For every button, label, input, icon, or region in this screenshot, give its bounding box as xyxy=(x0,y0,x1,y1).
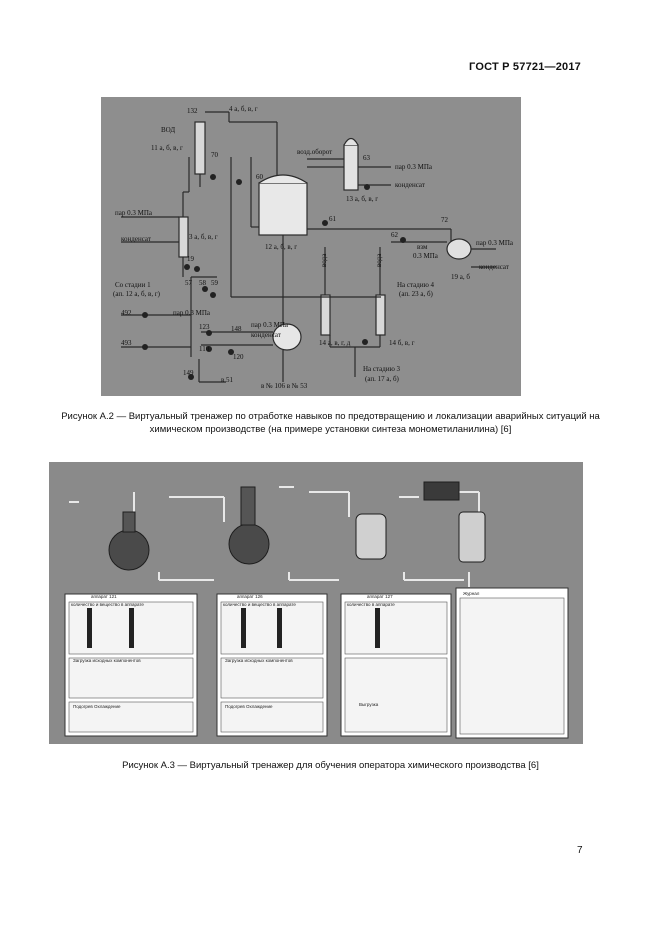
panel-1-subtitle: количество и вещество в аппарате xyxy=(71,602,144,607)
panel-3-title: аппарат 127 xyxy=(367,594,393,599)
figure-a3-simulator-screen: аппарат 121 количество и вещество в аппа… xyxy=(49,462,583,744)
label-63: 63 xyxy=(363,154,371,162)
panel-1-extra: Подогрев Охлаждение xyxy=(73,704,121,709)
label-14a: 14 а, в, г, д xyxy=(319,339,351,347)
panel-2-title: аппарат 126 xyxy=(237,594,263,599)
label-11: 11 а, б, в, г xyxy=(151,144,183,152)
label-492: 492 xyxy=(121,309,132,317)
label-voda-2: вода xyxy=(375,253,383,267)
figure-a2-caption: Рисунок А.2 — Виртуальный тренажер по от… xyxy=(61,411,600,435)
label-ap23: (ап. 23 а, б) xyxy=(399,290,434,298)
label-v106: в № 106 в № 53 xyxy=(261,382,308,390)
label-148: 148 xyxy=(231,325,242,333)
page-number: 7 xyxy=(577,845,583,856)
label-60: 60 xyxy=(256,173,264,181)
panel-3-subtitle: количество в аппарате xyxy=(347,602,395,607)
label-kond-2: конденсат xyxy=(121,235,151,243)
label-13: 13 а, б, в, г xyxy=(346,195,378,203)
label-61: 61 xyxy=(329,215,337,223)
label-12: 12 а, б, в, г xyxy=(265,243,297,251)
label-110: 110 xyxy=(199,345,210,353)
label-par-b: пар 0.3 МПа xyxy=(115,209,153,217)
panel-2-subtitle: количество и вещество в аппарате xyxy=(223,602,296,607)
label-132: 132 xyxy=(187,107,198,115)
label-voda-obr: ВОД xyxy=(161,126,175,134)
label-149: 149 xyxy=(183,369,194,377)
label-120: 120 xyxy=(233,353,244,361)
label-4: 4 а, б, в, г xyxy=(229,105,258,113)
label-par-f: пар 0.3 МПа xyxy=(251,321,289,329)
label-na-stadiyu-4: На стадию 4 xyxy=(397,281,435,289)
label-58: 58 xyxy=(199,279,207,287)
label-kond-3: конденсат xyxy=(479,263,509,271)
label-19: 19 xyxy=(187,255,195,263)
label-kond-1: конденсат xyxy=(395,181,425,189)
label-59: 59 xyxy=(211,279,219,287)
panel-3-extra: Выгрузка xyxy=(359,702,379,707)
label-so-stadii: Со стадии 1 xyxy=(115,281,151,289)
label-72: 72 xyxy=(441,216,449,224)
label-par-c: пар 0.3 МПа xyxy=(476,239,514,247)
label-3: 3 а, б, в, г xyxy=(189,233,218,241)
panel-2-load: Загрузка исходных компонентов xyxy=(225,658,293,663)
panel-1-load: Загрузка исходных компонентов xyxy=(73,658,141,663)
label-14b: 14 б, в, г xyxy=(389,339,415,347)
label-vozd: возд.оборот xyxy=(297,148,332,156)
label-123: 123 xyxy=(199,323,210,331)
label-vzm: взм xyxy=(417,243,428,251)
label-70: 70 xyxy=(211,151,219,159)
label-par-d: 0.3 МПа xyxy=(413,252,439,260)
figure-a2-process-diagram: 132 4 а, б, в, г ВОД 11 а, б, в, г 70 60… xyxy=(101,97,521,396)
label-19ab: 19 а, б xyxy=(451,273,470,281)
label-kond-4: конденсат xyxy=(251,331,281,339)
figure-a3-caption: Рисунок А.3 — Виртуальный тренажер для о… xyxy=(122,760,539,771)
label-na-stadiyu-3: На стадию 3 xyxy=(363,365,401,373)
document-header: ГОСТ Р 57721—2017 xyxy=(469,61,581,73)
label-493: 493 xyxy=(121,339,132,347)
panel-4-title: Журнал xyxy=(463,591,480,596)
label-57: 57 xyxy=(185,279,193,287)
label-62: 62 xyxy=(391,231,399,239)
panel-2-extra: Подогрев Охлаждение xyxy=(225,704,273,709)
label-ap12: (ап. 12 а, б, в, г) xyxy=(113,290,161,298)
label-par-e: пар 0.3 МПа xyxy=(173,309,211,317)
label-ap17: (ап. 17 а, б) xyxy=(365,375,400,383)
panel-1-title: аппарат 121 xyxy=(91,594,117,599)
label-par-a: пар 0.3 МПа xyxy=(395,163,433,171)
label-v51: в 51 xyxy=(221,376,234,384)
label-voda-1: вода xyxy=(320,253,328,267)
